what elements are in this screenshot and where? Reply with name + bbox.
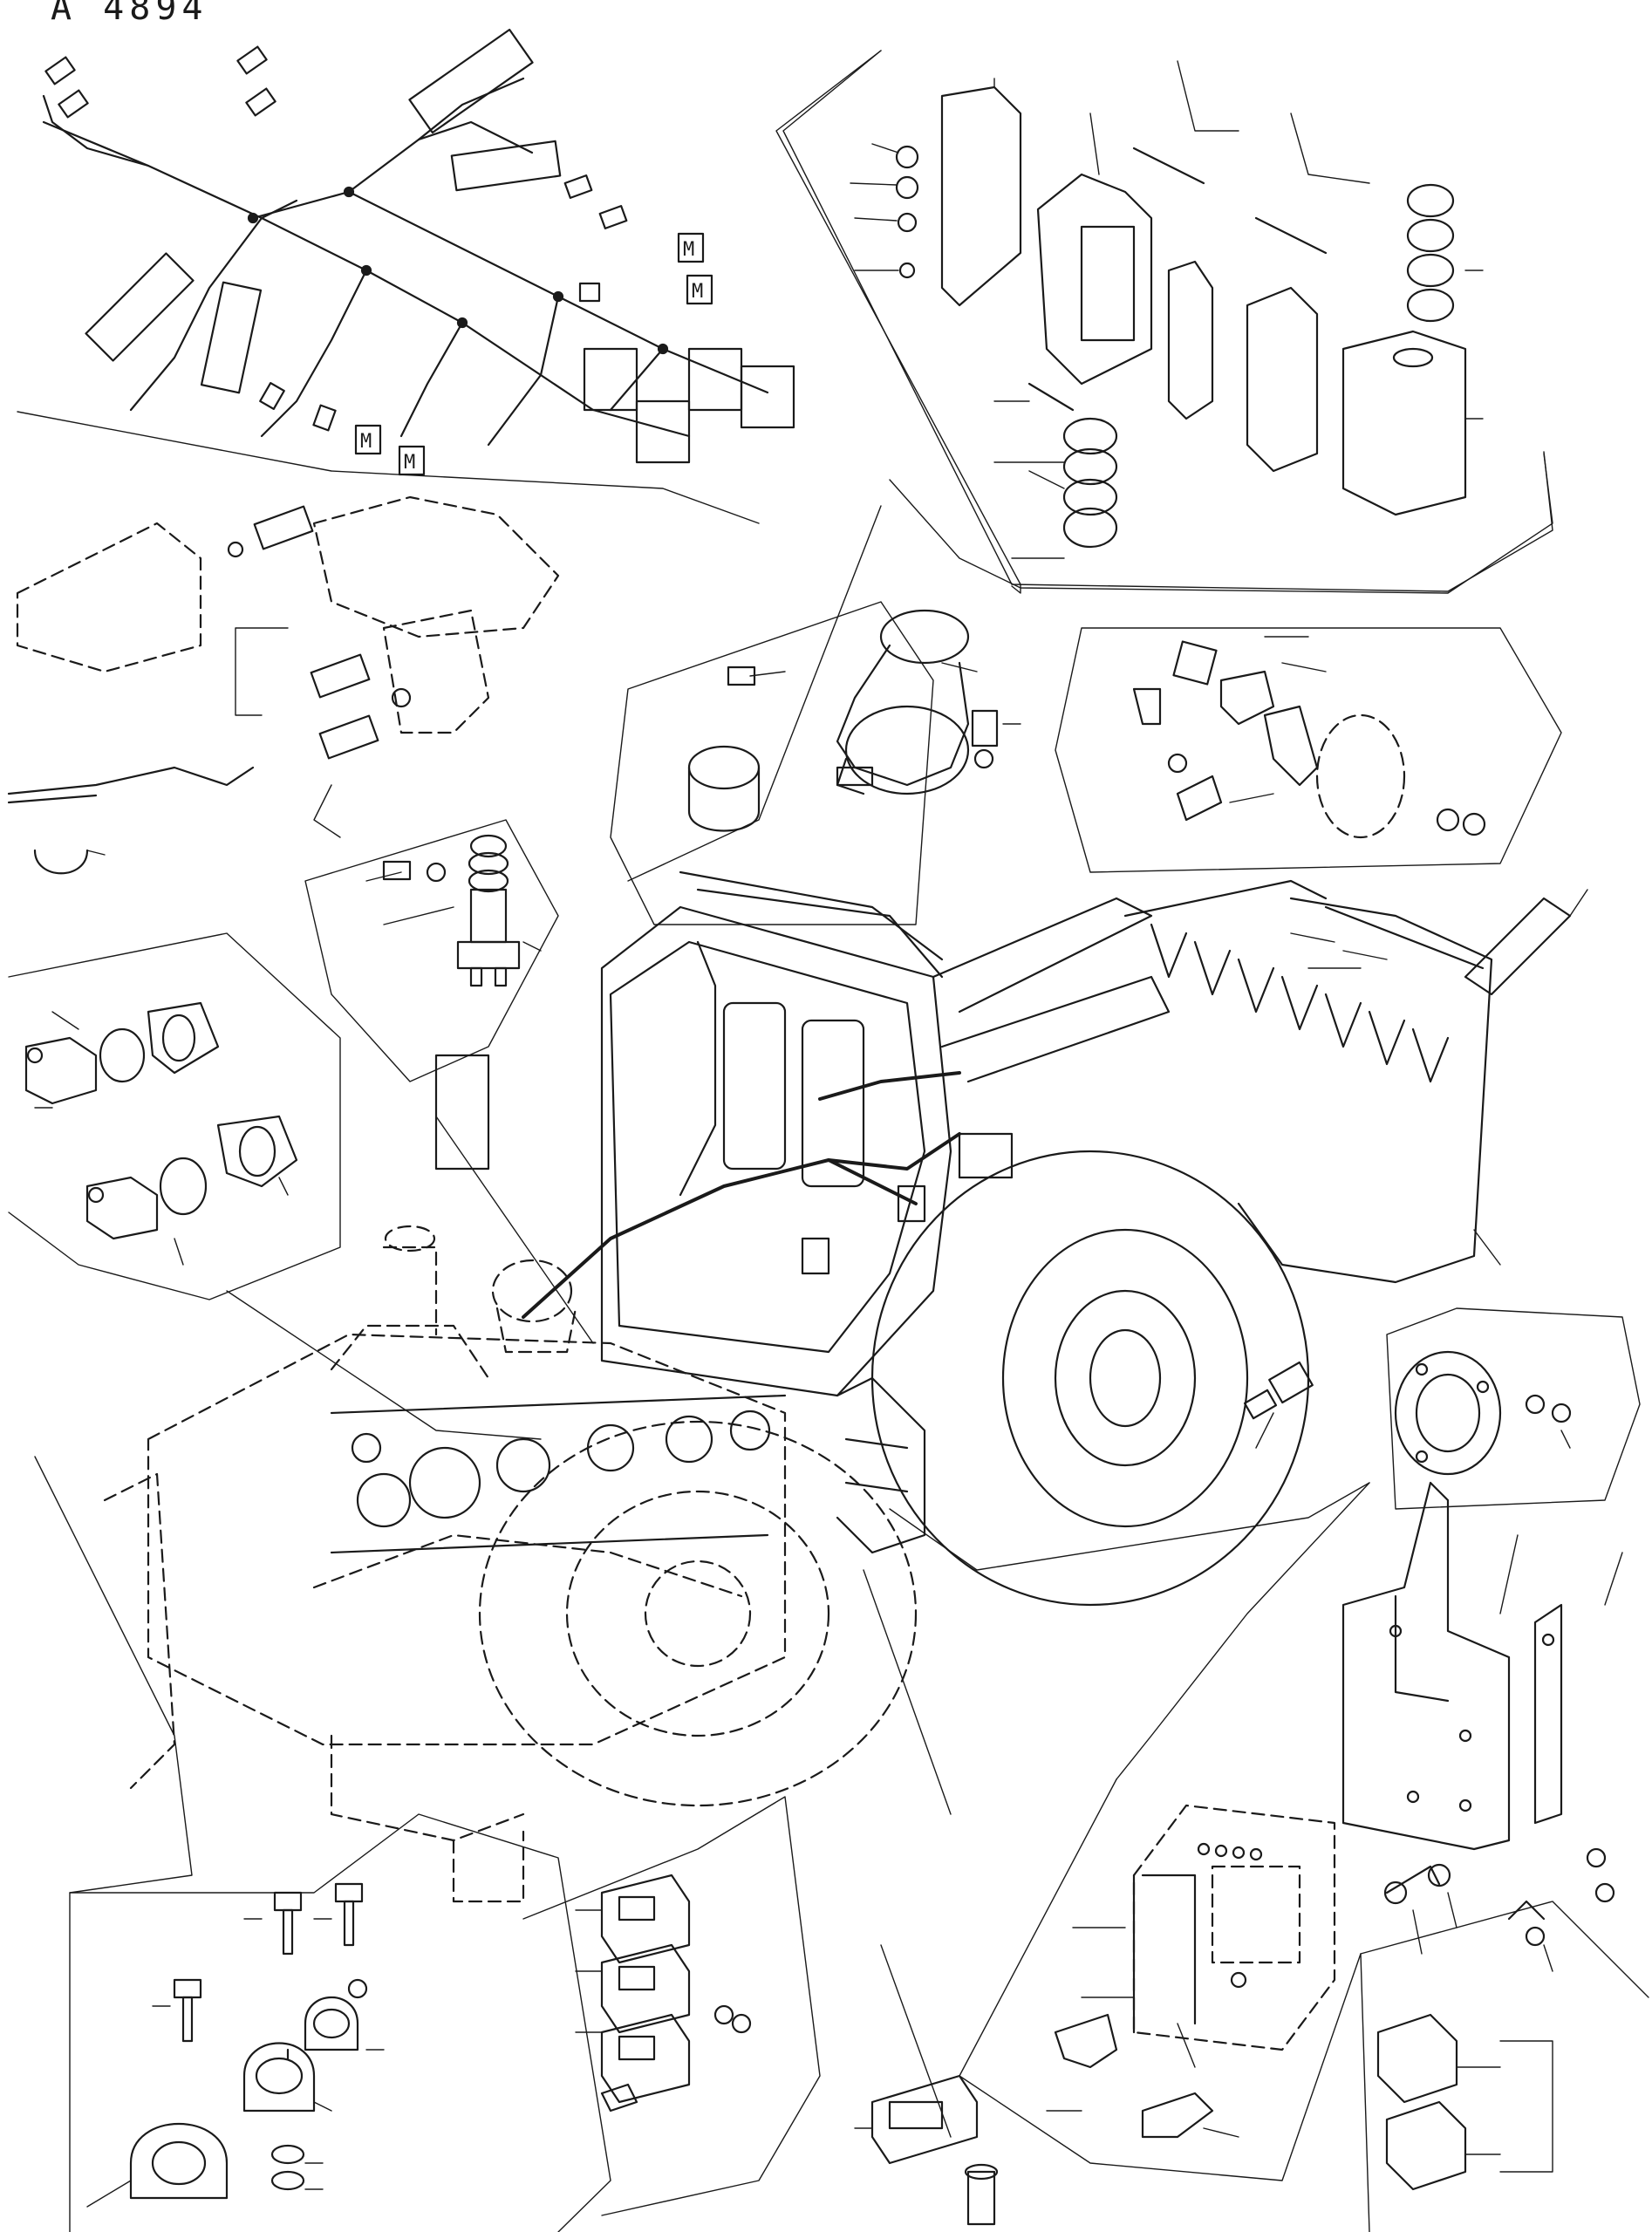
connector-assembly [850, 60, 1484, 559]
mark-m-2: M [692, 281, 703, 303]
wheel-loader-machine [522, 870, 1493, 1607]
leader-lines [941, 470, 1501, 1266]
bucket-teeth [1150, 923, 1450, 1083]
horn-assembly [687, 609, 1021, 832]
rubber-tube [1464, 889, 1588, 996]
gasket-and-washers [1394, 1350, 1572, 1476]
switch-assembly [365, 834, 542, 987]
valve-and-switch-group [7, 495, 560, 875]
wiring-harness: M M M M [42, 28, 795, 476]
pressure-switch [1243, 1361, 1314, 1449]
mark-m-4: M [404, 452, 415, 474]
mark-m-1: M [683, 239, 694, 261]
harness-terminal-connectors [44, 45, 628, 432]
drawing-code: A 4894 [51, 0, 208, 28]
fuse-relay-box [1046, 1804, 1336, 2139]
mark-m-3: M [360, 431, 372, 453]
clamps-and-bolts [86, 1882, 385, 2208]
connector-blocks [575, 1874, 752, 2113]
bracket-relay-group [1132, 640, 1486, 839]
section-boundaries [8, 50, 1649, 2232]
fittings-group [24, 1001, 298, 1266]
switch-panel [854, 2074, 999, 2226]
relay-units [1376, 2013, 1553, 2191]
side-panel-outline [434, 1054, 490, 1171]
engine-compartment [103, 1225, 918, 1903]
engine-details [330, 1394, 787, 1554]
mounting-plates [1341, 1481, 1623, 1972]
